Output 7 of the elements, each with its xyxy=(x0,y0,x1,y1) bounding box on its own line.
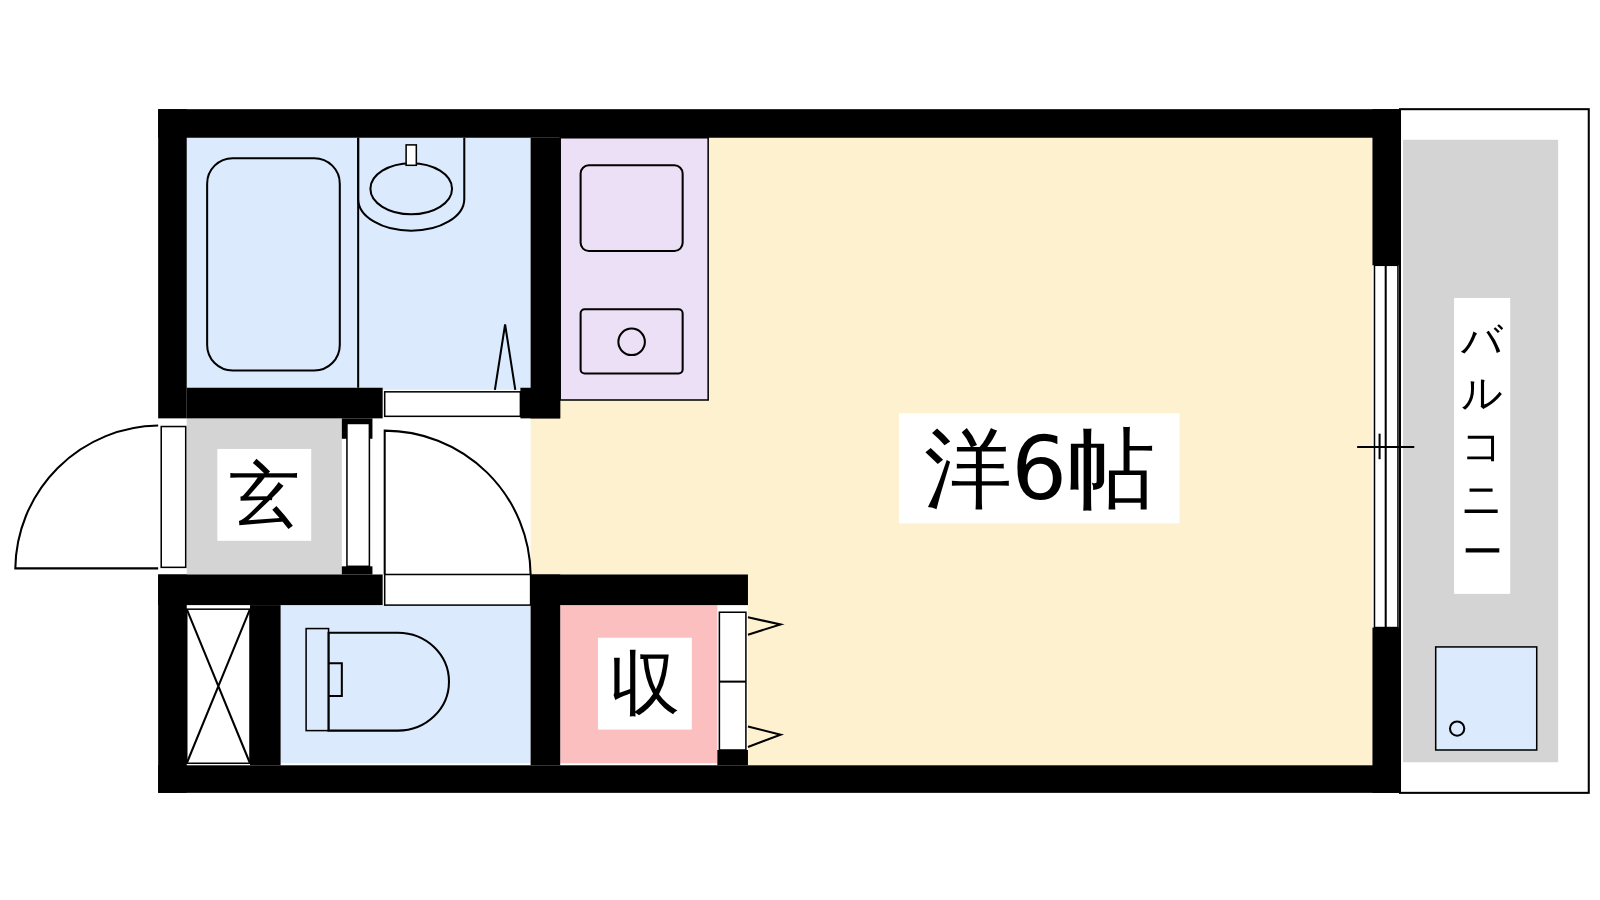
room-label: 洋6帖 xyxy=(898,413,1180,524)
room-label: 玄 xyxy=(217,449,312,541)
room-label: 収 xyxy=(597,637,692,730)
room-area xyxy=(560,605,718,764)
room-label: バルコニー xyxy=(1454,297,1511,594)
room-area xyxy=(747,137,1373,766)
room-area xyxy=(186,418,342,575)
